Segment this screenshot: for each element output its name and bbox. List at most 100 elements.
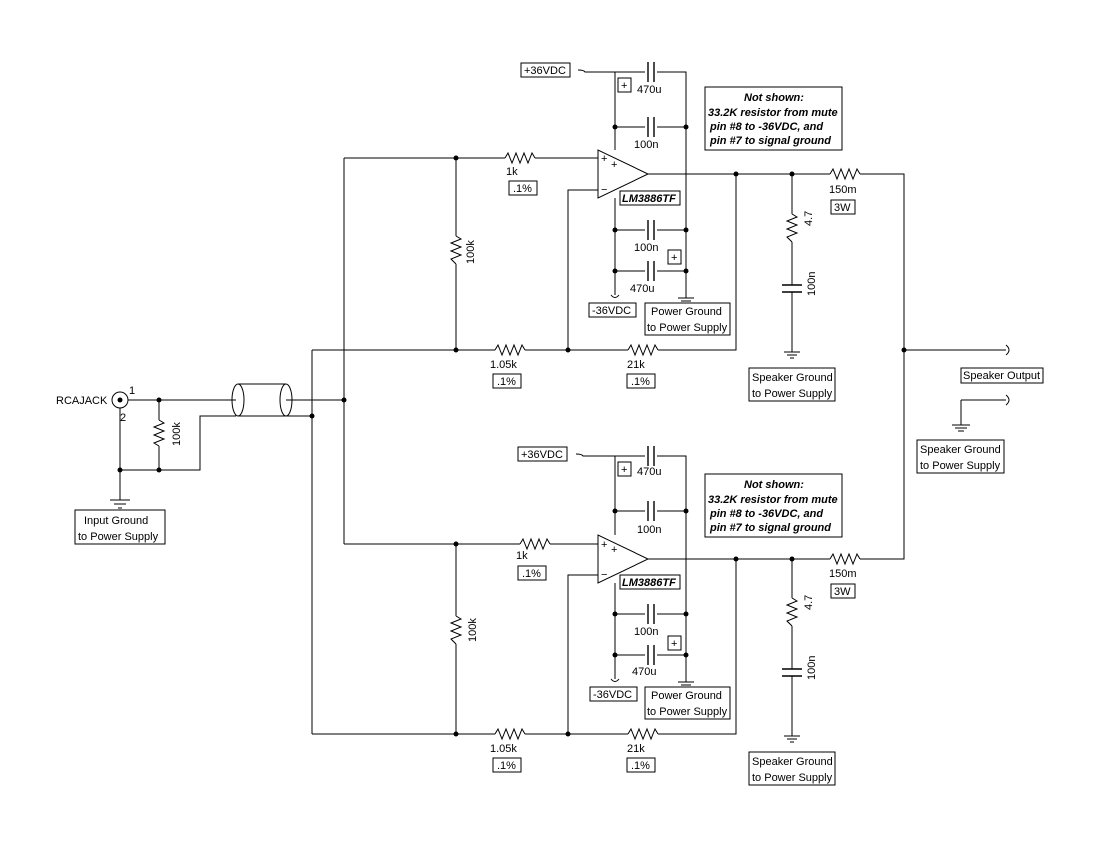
ch1-output-resistor [829, 167, 861, 181]
ch2-speaker-ground-label-1: Speaker Ground [752, 756, 833, 768]
ch2-note-line-3: pin #7 to signal ground [709, 522, 831, 534]
ch1-speaker-ground-symbol [784, 351, 800, 359]
ch1-opamp-minus: − [601, 184, 607, 196]
ch1-feedback-lower-resistor [494, 343, 526, 357]
ch1-cap-100n-top-value: 100n [634, 139, 658, 151]
ch1-zobel-capacitor [782, 284, 802, 293]
ch1-bias-resistor-value: 100k [465, 240, 477, 264]
ch2-input-resistor [519, 537, 551, 551]
ch2-feedback-resistor [627, 727, 659, 741]
ch2-pos-supply-label: +36VDC [521, 449, 563, 461]
ch1-speaker-ground-label-2: to Power Supply [752, 388, 833, 400]
ch2-input-resistor-tolerance: .1% [522, 568, 541, 580]
ch1-output-resistor-rating: 3W [834, 202, 851, 214]
ch2-speaker-ground-label-2: to Power Supply [752, 772, 833, 784]
ch1-opamp: + − + [597, 149, 650, 199]
input-ground-label-2: to Power Supply [78, 531, 159, 543]
ch1-zobel-resistor [785, 213, 799, 243]
input-section: RCAJACK 1 2 100k Input Ground to Power S… [56, 158, 347, 734]
ch1-bias-resistor [449, 235, 463, 265]
ch2-opamp-plus: + [601, 539, 607, 551]
rca-pin1-label: 1 [129, 385, 135, 397]
ch1-output-resistor-value: 150m [829, 184, 857, 196]
ch1-cap-100n-bottom [647, 220, 655, 240]
ch1-cap-100n-top [647, 117, 655, 137]
ch1-zobel-capacitor-value: 100n [806, 272, 818, 296]
ch2-feedback-value: 21k [627, 743, 645, 755]
speaker-ground-symbol [952, 424, 970, 432]
ch1-note-line-1: 33.2K resistor from mute [708, 107, 838, 119]
ch1-feedback-value: 21k [627, 359, 645, 371]
ch2-cap-100n-bottom [647, 604, 655, 624]
ch2-output-resistor-value: 150m [829, 568, 857, 580]
rca-jack-label: RCAJACK [56, 395, 108, 407]
ch1-input-resistor-value: 1k [506, 166, 518, 178]
ch2-cap-100n-top-value: 100n [637, 524, 661, 536]
channel-2: 1k .1% 100k 1.05k .1% 21k .1% + − + LM38… [312, 350, 905, 786]
ch2-speaker-ground-symbol [784, 735, 800, 743]
channel-1: 1k .1% 100k 1.05k .1% 21k .1% + − + LM3 [312, 62, 905, 402]
ch2-output-resistor [829, 552, 861, 566]
output-section: Speaker Output Speaker Ground to Power S… [901, 344, 1044, 474]
ch1-feedback-tolerance: .1% [631, 376, 650, 388]
ch2-note-line-2: pin #8 to -36VDC, and [709, 508, 823, 520]
ch1-cap-470u-bottom [647, 261, 655, 281]
ch1-power-ground-label-2: to Power Supply [647, 322, 728, 334]
ch2-note-line-1: 33.2K resistor from mute [708, 494, 838, 506]
ch2-feedback-lower-resistor [494, 727, 526, 741]
ch1-cap-470u-top-polarity: + [621, 80, 627, 92]
ch2-zobel-resistor [785, 597, 799, 627]
rca-pin2-label: 2 [120, 412, 126, 424]
ch1-power-ground-label-1: Power Ground [651, 306, 722, 318]
ch1-note-title: Not shown: [744, 92, 804, 104]
ch1-feedback-lower-value: 1.05k [490, 359, 517, 371]
ch2-zobel-resistor-value: 4.7 [803, 595, 815, 610]
ch2-zobel-capacitor-value: 100n [806, 656, 818, 680]
ch1-opamp-plus: + [601, 153, 607, 165]
input-shunt-resistor-value: 100k [171, 422, 183, 446]
ch2-opamp-minus: − [601, 569, 607, 581]
ch2-opamp-plus-inner: + [611, 544, 617, 556]
ch2-input-resistor-value: 1k [516, 550, 528, 562]
ch2-cap-470u-top-value: 470u [637, 466, 661, 478]
ch2-cap-470u-bottom-polarity: + [671, 638, 677, 650]
ch1-speaker-ground-label-1: Speaker Ground [752, 372, 833, 384]
ch2-cap-470u-bottom [647, 645, 655, 665]
ch2-bias-resistor [449, 615, 463, 645]
ch2-feedback-lower-tolerance: .1% [497, 760, 516, 772]
ch2-zobel-capacitor [782, 668, 802, 677]
ch2-cap-100n-top [647, 501, 655, 521]
ch2-neg-supply-label: -36VDC [593, 689, 632, 701]
ch2-opamp: + − + [597, 534, 650, 584]
ch1-cap-470u-bottom-polarity: + [671, 252, 677, 264]
ch2-output-resistor-rating: 3W [834, 586, 851, 598]
ch1-note-line-3: pin #7 to signal ground [709, 135, 831, 147]
ch1-neg-supply-label: -36VDC [592, 305, 631, 317]
ch2-power-ground-label-1: Power Ground [651, 690, 722, 702]
ch1-feedback-resistor [627, 343, 659, 357]
speaker-ground-label-1: Speaker Ground [920, 444, 1001, 456]
ch1-note-line-2: pin #8 to -36VDC, and [709, 121, 823, 133]
ch1-opamp-part: LM3886TF [622, 193, 676, 205]
ch1-input-resistor-tolerance: .1% [513, 183, 532, 195]
ch2-cap-470u-top-polarity: + [621, 464, 627, 476]
ch1-input-resistor [504, 151, 536, 165]
ch2-cap-470u-top [647, 446, 655, 466]
ch1-opamp-plus-inner: + [611, 159, 617, 171]
ch2-bias-resistor-value: 100k [467, 618, 479, 642]
ch2-feedback-lower-value: 1.05k [490, 743, 517, 755]
ch1-cap-100n-bottom-value: 100n [634, 242, 658, 254]
ch2-feedback-tolerance: .1% [631, 760, 650, 772]
ch2-note-title: Not shown: [744, 479, 804, 491]
ch1-zobel-resistor-value: 4.7 [803, 211, 815, 226]
input-ground-symbol [110, 499, 130, 509]
ch2-opamp-part: LM3886TF [622, 577, 676, 589]
ch2-cap-100n-bottom-value: 100n [634, 626, 658, 638]
speaker-output-label: Speaker Output [963, 370, 1040, 382]
ch2-cap-470u-bottom-value: 470u [632, 666, 656, 678]
shielded-cable-symbol [231, 383, 293, 417]
speaker-ground-label-2: to Power Supply [920, 460, 1001, 472]
ch1-cap-470u-bottom-value: 470u [630, 283, 654, 295]
ch1-cap-470u-top [647, 62, 655, 82]
